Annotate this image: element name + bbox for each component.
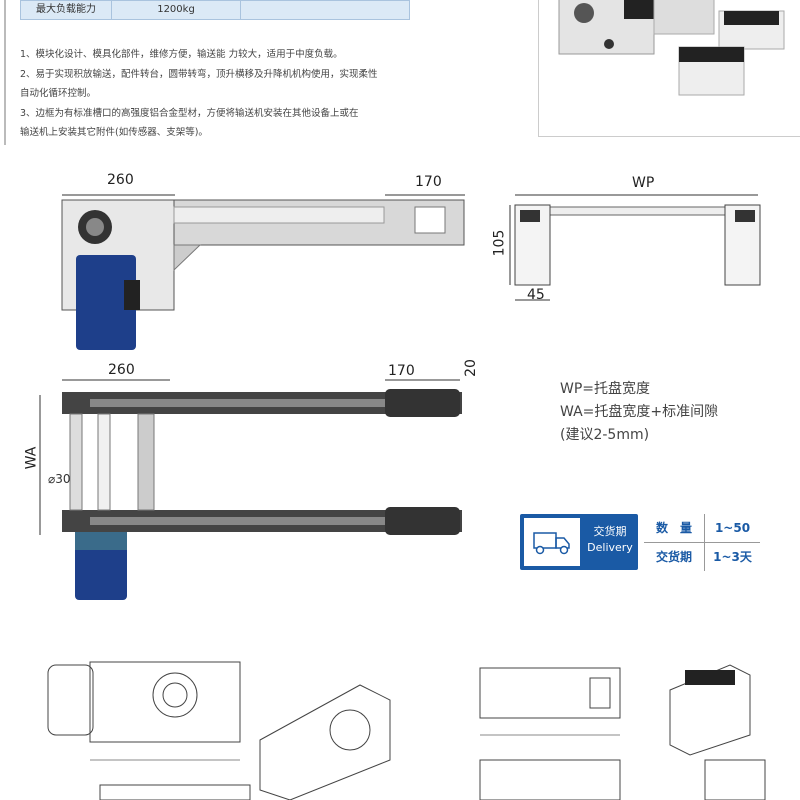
dim-170-top: 170 [388, 363, 415, 379]
dim-20: 20 [462, 359, 479, 377]
legend-line: WA=托盘宽度+标准间隙 [560, 404, 719, 420]
top-view-drawing [39, 379, 462, 600]
end-cap-drawing [479, 664, 766, 800]
note: 3、边框为有标准槽口的高强度铝合金型材，方便将输送机安装在其他设备上或在 [20, 107, 359, 119]
spec-value: 1200kg [112, 1, 241, 19]
delivery-table: 数 量 1~50 交货期 1~3天 [644, 514, 760, 571]
delivery-badge: 交货期 Delivery [520, 514, 638, 570]
spec-label: 最大负载能力 [21, 1, 112, 19]
note: 1、模块化设计、模具化部件，维修方便，输送能 力较大，适用于中度负载。 [20, 49, 343, 60]
side-view-drawing [61, 194, 465, 350]
dim-260-top: 260 [108, 362, 135, 378]
lead-time-label: 交货期 [644, 543, 705, 571]
dim-wp: WP [632, 175, 655, 191]
delivery-title-en: Delivery [587, 541, 633, 554]
note: 输送机上安装其它附件(如传感器、支架等)。 [20, 127, 208, 138]
product-photo-image [558, 0, 785, 96]
section-drawing [509, 194, 761, 301]
motor-bracket-iso-drawing [259, 684, 391, 800]
note: 2、易于实现积放输送，配件转台，圆带转弯，顶升横移及升降机机构使用，实现柔性 [20, 68, 378, 80]
truck-icon [524, 518, 580, 566]
feature-notes: 1、模块化设计、模具化部件，维修方便，输送能 力较大，适用于中度负载。 2、易于… [20, 45, 420, 143]
dim-260: 260 [107, 172, 134, 188]
motor-bracket-drawing [47, 661, 251, 800]
product-photo [538, 0, 800, 137]
lead-time-value: 1~3天 [713, 550, 752, 564]
dim-105: 105 [491, 229, 508, 257]
legend: WP=托盘宽度 WA=托盘宽度+标准间隙 (建议2-5mm) [560, 378, 718, 447]
note: 自动化循环控制。 [20, 88, 97, 99]
spec-table-row: 最大负载能力 1200kg [20, 0, 410, 20]
quantity-value: 1~50 [714, 521, 751, 535]
legend-line: WP=托盘宽度 [560, 381, 651, 397]
dim-170: 170 [415, 174, 442, 190]
quantity-label: 数 量 [644, 514, 705, 542]
page-border [4, 0, 6, 145]
dim-diameter: ⌀30 [48, 472, 71, 486]
delivery-title-cn: 交货期 [593, 525, 627, 538]
legend-line: (建议2-5mm) [560, 427, 650, 443]
dim-wa: WA [23, 446, 40, 470]
dim-45: 45 [527, 287, 545, 303]
